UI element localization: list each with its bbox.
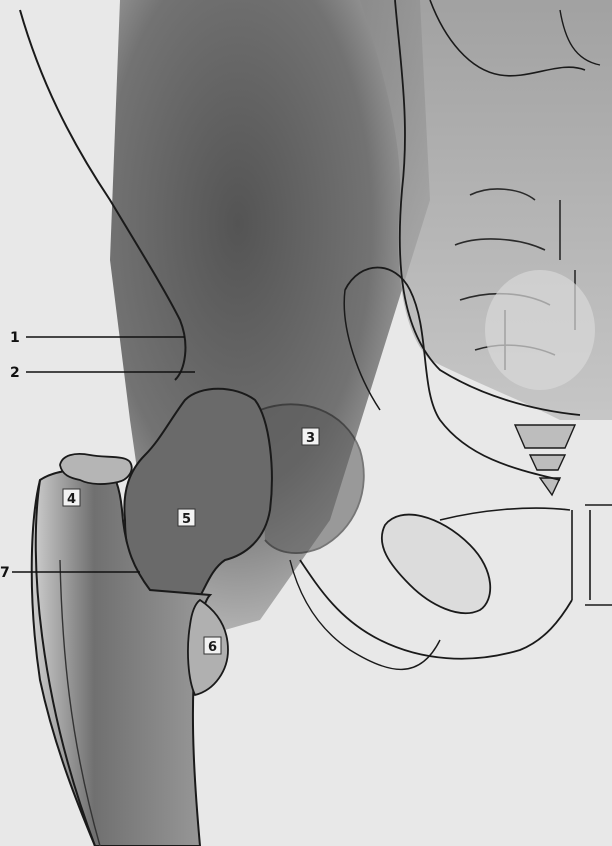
sacral-bright-area [485, 270, 595, 390]
label-box-3: 3 [302, 428, 319, 446]
label-6: 6 [208, 640, 217, 655]
label-box-6: 6 [204, 637, 221, 655]
label-3: 3 [306, 431, 315, 446]
label-7: 7 [0, 565, 10, 581]
label-2: 2 [10, 365, 20, 381]
label-box-5: 5 [178, 509, 195, 527]
label-5: 5 [182, 512, 191, 527]
label-box-4: 4 [63, 489, 80, 507]
label-4: 4 [67, 492, 76, 507]
label-1: 1 [10, 330, 20, 346]
